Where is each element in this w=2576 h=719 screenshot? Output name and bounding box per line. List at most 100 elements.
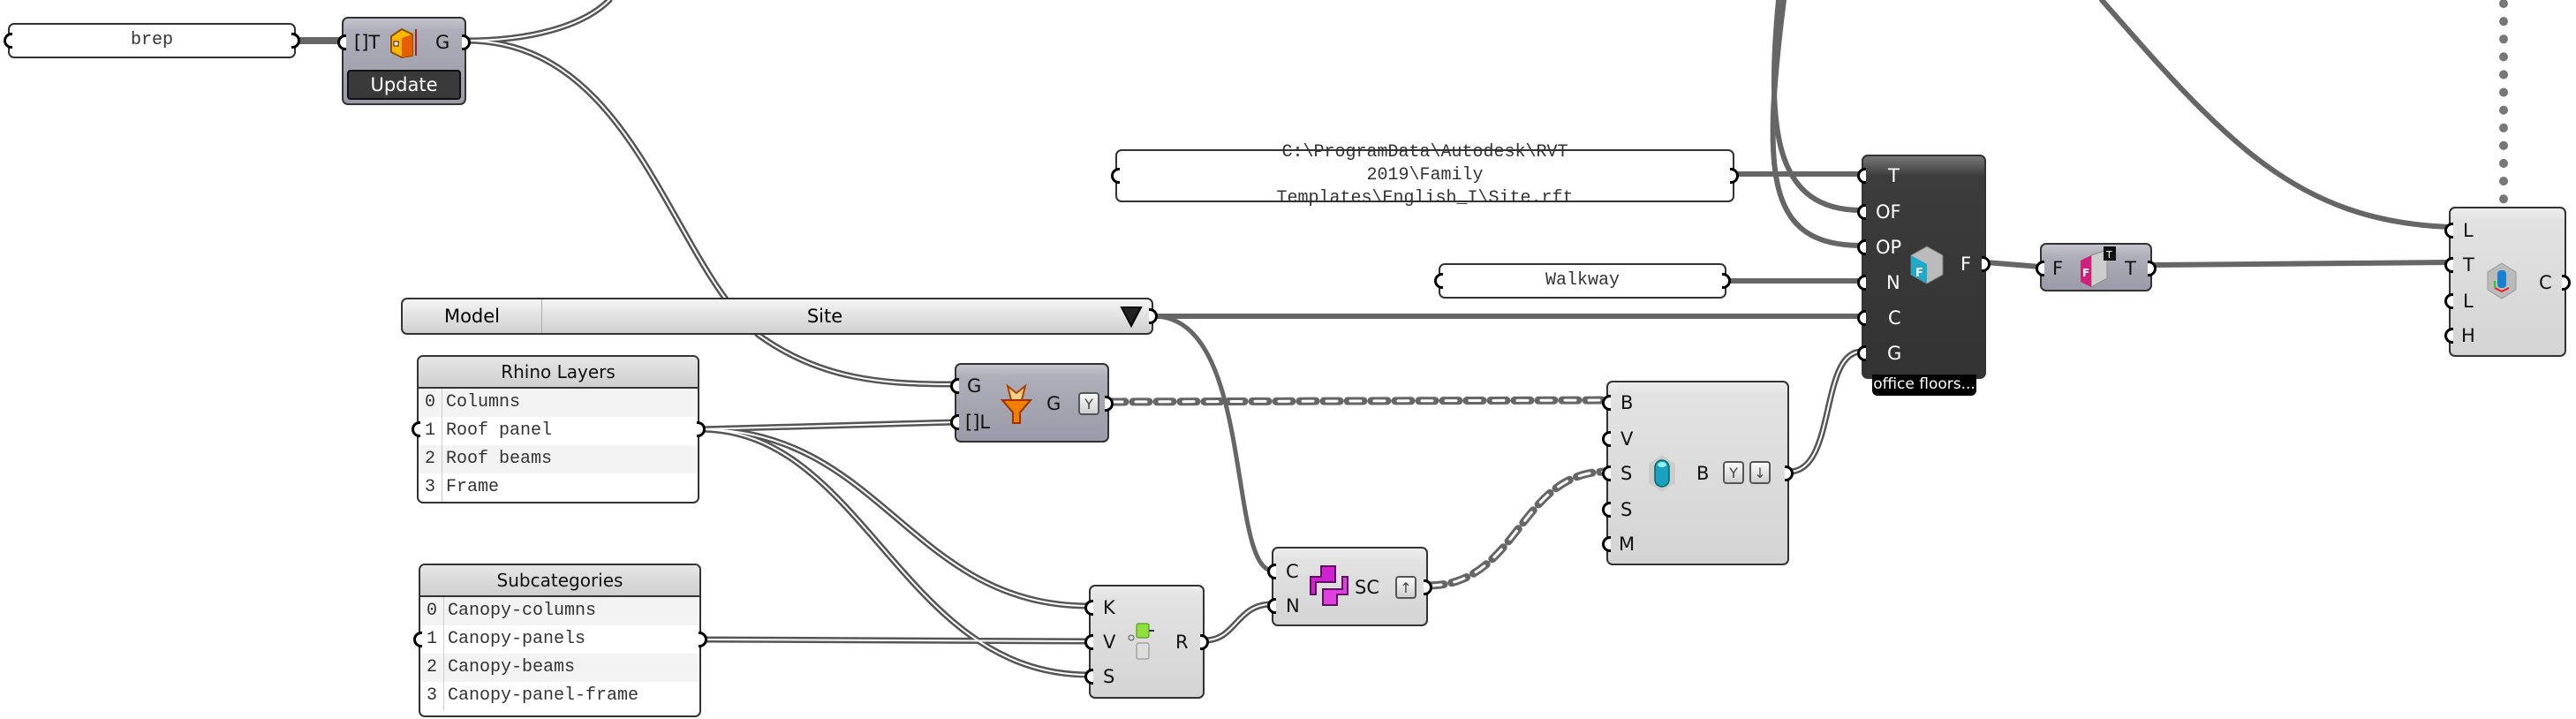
output-grip[interactable] [2148,261,2157,276]
port-input-T[interactable]: T [1888,165,1900,186]
input-grip[interactable] [1857,239,1866,255]
input-grip[interactable] [950,378,959,394]
output-grip[interactable] [291,33,300,49]
input-grip[interactable] [1267,564,1276,579]
template-path-panel[interactable]: C:\ProgramData\Autodesk\RVT 2019\Family … [1111,142,1739,208]
key-value-component[interactable]: K V S R [1084,585,1209,699]
input-grip[interactable] [2444,328,2453,344]
output-grip[interactable] [1200,634,1209,650]
output-grip[interactable] [1424,579,1432,595]
port-input-L2[interactable]: L [2463,291,2474,312]
port-input-S[interactable]: S [1103,666,1115,687]
output-grip[interactable] [1105,396,1114,412]
input-grip[interactable] [2444,293,2453,309]
output-grip[interactable] [1722,273,1731,289]
port-input-H[interactable]: H [2461,325,2475,346]
port-input-M[interactable]: M [1619,534,1635,555]
input-grip[interactable] [1602,465,1611,481]
port-output-R[interactable]: R [1175,632,1189,653]
port-output-T[interactable]: T [2125,258,2136,279]
output-grip[interactable] [1982,256,1991,272]
port-output-G[interactable]: G [435,32,450,53]
input-grip[interactable] [1857,345,1866,361]
family-type-component[interactable]: F F T T [2036,243,2157,291]
output-grip[interactable] [1730,168,1739,184]
create-component[interactable]: L T L H C [2444,207,2571,357]
walkway-panel[interactable]: Walkway [1434,263,1731,299]
port-input-T[interactable]: T [2463,254,2474,276]
port-input-G[interactable]: G [1887,343,1902,364]
value-list[interactable]: Model Site [401,298,1158,335]
port-input-OF[interactable]: OF [1876,201,1901,223]
output-grip[interactable] [1149,308,1158,324]
port-input-N[interactable]: N [1886,272,1900,293]
input-grip[interactable] [1857,310,1866,326]
port-input-L[interactable]: []L [965,412,991,433]
input-grip[interactable] [1857,275,1866,291]
python-component[interactable]: C N SC ↑ [1267,547,1432,626]
update-button[interactable]: Update [347,70,461,100]
input-grip[interactable] [413,632,422,647]
flatten-arrow-down-icon[interactable]: ↓ [1749,461,1771,484]
port-input-V[interactable]: V [1103,632,1116,653]
input-grip[interactable] [950,414,959,430]
brep-component[interactable]: B V S S M B Y ↓ [1602,381,1794,565]
family-component[interactable]: T OF OP N C G F F [1857,155,1991,379]
input-grip[interactable] [1267,598,1276,614]
input-grip[interactable] [2036,261,2044,276]
brep-panel[interactable]: brep [4,23,300,58]
dropdown-triangle-icon[interactable] [1120,305,1143,328]
port-output-SC[interactable]: SC [1355,577,1379,598]
port-input-S[interactable]: S [1620,463,1633,484]
value-list-selected[interactable]: Site [806,306,843,327]
port-input-K[interactable]: K [1103,597,1115,618]
port-input-S2[interactable]: S [1620,499,1633,520]
input-grip[interactable] [412,421,420,437]
arrow-up-icon[interactable]: ↑ [1395,576,1416,599]
port-output-F[interactable]: F [1960,254,1972,275]
output-grip[interactable] [697,421,706,437]
port-input-N[interactable]: N [1286,595,1300,617]
graft-icon[interactable]: Y [1723,461,1744,484]
input-grip[interactable] [1857,168,1866,184]
input-grip[interactable] [1857,204,1866,220]
output-grip[interactable] [462,34,471,50]
input-grip[interactable] [1084,600,1093,616]
input-grip[interactable] [1084,634,1093,650]
input-grip[interactable] [2444,257,2453,273]
filter-component[interactable]: G []L G Y [950,363,1114,443]
port-output-C[interactable]: C [2539,272,2552,293]
input-grip[interactable] [1602,395,1611,411]
port-input-B[interactable]: B [1620,392,1634,413]
input-grip[interactable] [1602,502,1611,518]
input-grip[interactable] [1084,669,1093,685]
input-grip[interactable] [1602,431,1611,447]
output-grip[interactable] [699,632,707,647]
input-grip[interactable] [1111,168,1120,184]
graft-icon[interactable]: Y [1078,392,1099,415]
port-input-OP[interactable]: OP [1876,237,1902,258]
port-output-B[interactable]: B [1696,463,1710,484]
output-grip[interactable] [2562,275,2571,291]
input-grip[interactable] [1434,273,1443,289]
output-grip[interactable] [1785,465,1794,481]
port-input-G[interactable]: G [967,375,982,397]
port-output-G[interactable]: G [1046,393,1061,414]
input-grip[interactable] [2444,223,2453,238]
port-input-V[interactable]: V [1620,428,1634,450]
port-input-C[interactable]: C [1888,307,1901,329]
input-grip[interactable] [337,34,346,50]
port-input-C[interactable]: C [1286,561,1299,582]
port-input-T[interactable]: []T [354,32,381,53]
input-grip[interactable] [4,33,12,49]
